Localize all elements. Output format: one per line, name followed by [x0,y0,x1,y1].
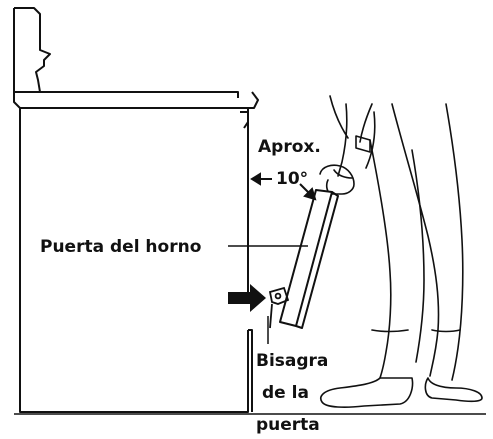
diagonal-arrow-icon [299,183,317,201]
right-arrow-icon [228,284,266,312]
oven-door-panel [279,189,339,329]
hinge-label-line1: Bisagra [256,351,328,371]
approx-label: Aprox. [258,137,321,157]
door-hinge [268,286,290,329]
range-backguard [14,7,239,98]
range-front-lip [240,111,249,129]
person-shoe-back [424,377,483,403]
person-torso [329,95,373,143]
hinge-label-line2: de la [262,383,309,403]
person-hand [319,164,355,195]
hinge-label-line3: puerta [256,415,320,434]
person-leg-front [369,139,392,379]
person-figure [319,95,483,408]
left-arrow-icon [250,172,272,186]
person-arm [337,103,376,177]
oven-door-label: Puerta del horno [40,237,201,257]
person-shoe-front [320,377,414,408]
range-drawer-panel [248,329,253,412]
range-body [13,7,486,415]
range-cooktop [13,91,259,109]
range-cabinet [19,108,249,413]
range-backguard-edge [13,8,40,93]
angle-label: 10° [276,169,308,189]
person-leg-back [391,103,440,377]
